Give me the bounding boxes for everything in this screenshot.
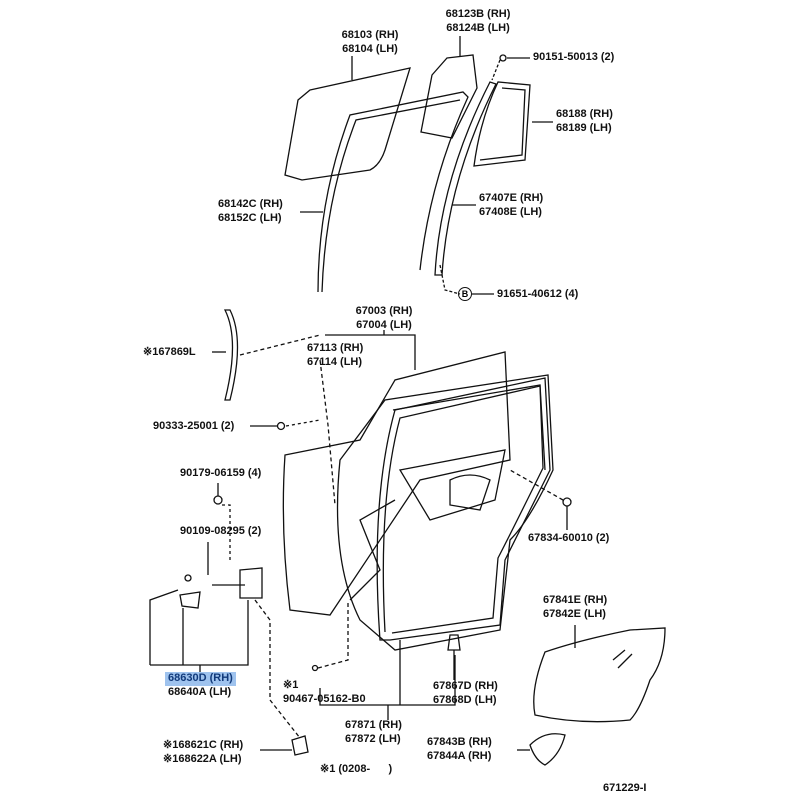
part-number-lh: 68640A (LH) xyxy=(168,685,232,698)
part-number-rh: 68142C (RH) xyxy=(218,198,283,210)
callout-68630d[interactable]: 68630D (RH)68640A (LH) xyxy=(165,672,236,699)
callout-67841e[interactable]: 67841E (RH)67842E (LH) xyxy=(543,594,607,621)
note-marker: ※1 xyxy=(283,679,299,691)
part-number-rh: 67407E (RH) xyxy=(479,192,544,204)
part-number-lh: 68104 (LH) xyxy=(342,42,398,55)
vent-glass-drawing xyxy=(473,81,531,167)
part-number-lh: 68124B (LH) xyxy=(446,21,510,34)
part-number-rh: 67841E (RH) xyxy=(543,594,608,606)
part-number-rh: 67871 (RH) xyxy=(345,719,402,731)
division-bar-drawing xyxy=(434,81,497,276)
callout-67843b[interactable]: 67843B (RH)67844A (RH) xyxy=(427,736,492,763)
part-number-rh: 68103 (RH) xyxy=(341,29,399,41)
hinge-drawing xyxy=(212,567,263,599)
part-number-rh-highlighted: 68630D (RH) xyxy=(165,672,236,686)
door-frame-drawing xyxy=(336,374,554,651)
callout-167869l[interactable]: ※167869L xyxy=(143,346,196,358)
callout-90179-06159[interactable]: 90179-06159 (4) xyxy=(180,467,262,479)
callout-68142c[interactable]: 68142C (RH)68152C (LH) xyxy=(218,198,283,225)
bolt-b-marker: B xyxy=(458,287,472,301)
part-number-lh: 68152C (LH) xyxy=(218,211,282,224)
callout-90333-25001[interactable]: 90333-25001 (2) xyxy=(153,420,235,432)
run-channel-drawing xyxy=(317,91,469,293)
quarter-glass-drawing xyxy=(420,54,478,139)
callout-68103[interactable]: 68103 (RH)68104 (LH) xyxy=(342,29,399,56)
part-number-lh: ※168622A (LH) xyxy=(163,752,242,765)
door-glass-drawing xyxy=(284,67,411,181)
service-cover-drawing xyxy=(533,627,666,723)
callout-67003[interactable]: 67003 (RH)67004 (LH) xyxy=(356,305,413,332)
weatherstrip-drawing xyxy=(376,377,551,641)
callout-90151-50013[interactable]: 90151-50013 (2) xyxy=(533,51,615,63)
part-number-rh: 68123B (RH) xyxy=(445,8,511,20)
part-number-rh: 67867D (RH) xyxy=(433,680,498,692)
callout-67871[interactable]: 67871 (RH)67872 (LH) xyxy=(345,719,402,746)
part-number-rh: 67003 (RH) xyxy=(355,305,413,317)
callout-91651-40612[interactable]: 91651-40612 (4) xyxy=(497,288,579,300)
callout-68188[interactable]: 68188 (RH)68189 (LH) xyxy=(556,108,613,135)
callout-68123b[interactable]: 68123B (RH)68124B (LH) xyxy=(446,8,511,35)
door-check-drawing xyxy=(291,735,309,756)
part-number-lh: 67872 (LH) xyxy=(345,732,401,745)
footnote: ※1 (0208- ) xyxy=(320,763,393,775)
part-number-lh: 68189 (LH) xyxy=(556,121,612,134)
figure-id: 671229-I xyxy=(603,782,647,794)
moulding-drawing xyxy=(223,309,239,401)
callout-67407e[interactable]: 67407E (RH)67408E (LH) xyxy=(479,192,543,219)
part-number-lh: 67114 (LH) xyxy=(307,355,363,368)
part-number-rh: 67113 (RH) xyxy=(307,342,364,354)
part-number-lh: 67842E (LH) xyxy=(543,607,606,620)
part-number-lh: 67868D (LH) xyxy=(433,693,497,706)
callout-67834-60010[interactable]: 67834-60010 (2) xyxy=(528,532,610,544)
door-panel-drawing xyxy=(282,351,511,616)
part-number-lh: 67004 (LH) xyxy=(356,318,412,331)
callout-67113[interactable]: 67113 (RH)67114 (LH) xyxy=(307,342,363,369)
part-number-rh: ※168621C (RH) xyxy=(163,739,244,751)
part-number: 90467-05162-B0 xyxy=(283,692,366,705)
callout-168621c[interactable]: ※168621C (RH)※168622A (LH) xyxy=(163,739,243,766)
callout-67867d[interactable]: 67867D (RH)67868D (LH) xyxy=(433,680,498,707)
part-number-rh: 68188 (RH) xyxy=(556,108,613,120)
small-cover-drawing xyxy=(529,733,566,766)
callout-90109-08295[interactable]: 90109-08295 (2) xyxy=(180,525,262,537)
part-number-lh: 67408E (LH) xyxy=(479,205,542,218)
part-number-lh: 67844A (RH) xyxy=(427,749,492,762)
part-number-rh: 67843B (RH) xyxy=(427,736,492,748)
